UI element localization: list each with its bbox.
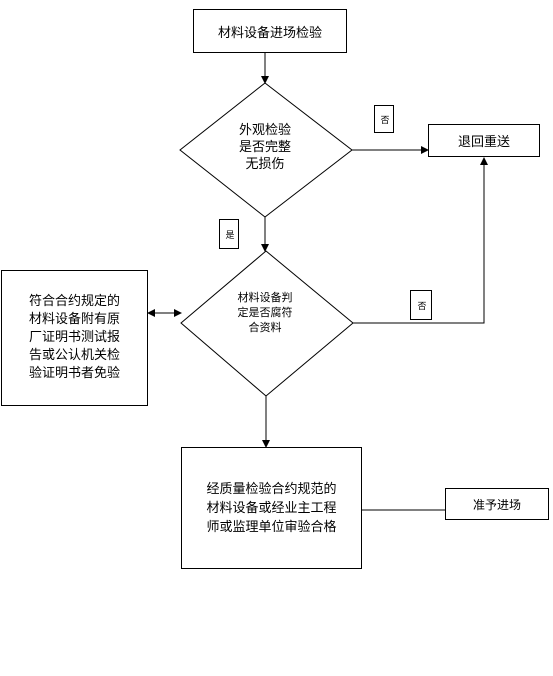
return-label: 退回重送	[457, 135, 510, 150]
start-box: 材料设备进场检验	[193, 9, 347, 53]
approval-box: 经质量检验合约规范的 材料设备或经业主工程 师或监理单位审验合格	[181, 447, 362, 569]
requirements-label: 符合合约规定的 材料设备附有原 厂证明书测试报 告或公认机关检 验证明书者免验	[28, 294, 120, 381]
arrow-check2-to-return	[353, 157, 488, 324]
start-label: 材料设备进场检验	[217, 25, 322, 41]
edge-label-check2-no: 否	[410, 290, 432, 320]
accept-box: 准予进场	[445, 488, 549, 520]
requirements-box: 符合合约规定的 材料设备附有原 厂证明书测试报 告或公认机关检 验证明书者免验	[1, 270, 148, 406]
edge-label-check1-yes: 是	[219, 219, 239, 249]
check1-label: 外观检验 是否完整 无损伤	[238, 123, 291, 172]
accept-label: 准予进场	[472, 497, 521, 512]
approval-label: 经质量检验合约规范的 材料设备或经业主工程 师或监理单位审验合格	[206, 481, 337, 535]
check2-label: 材料设备判 定是否腐符 合资料	[237, 291, 293, 334]
return-box: 退回重送	[428, 124, 540, 157]
edge-label-check1-no: 否	[374, 105, 394, 133]
